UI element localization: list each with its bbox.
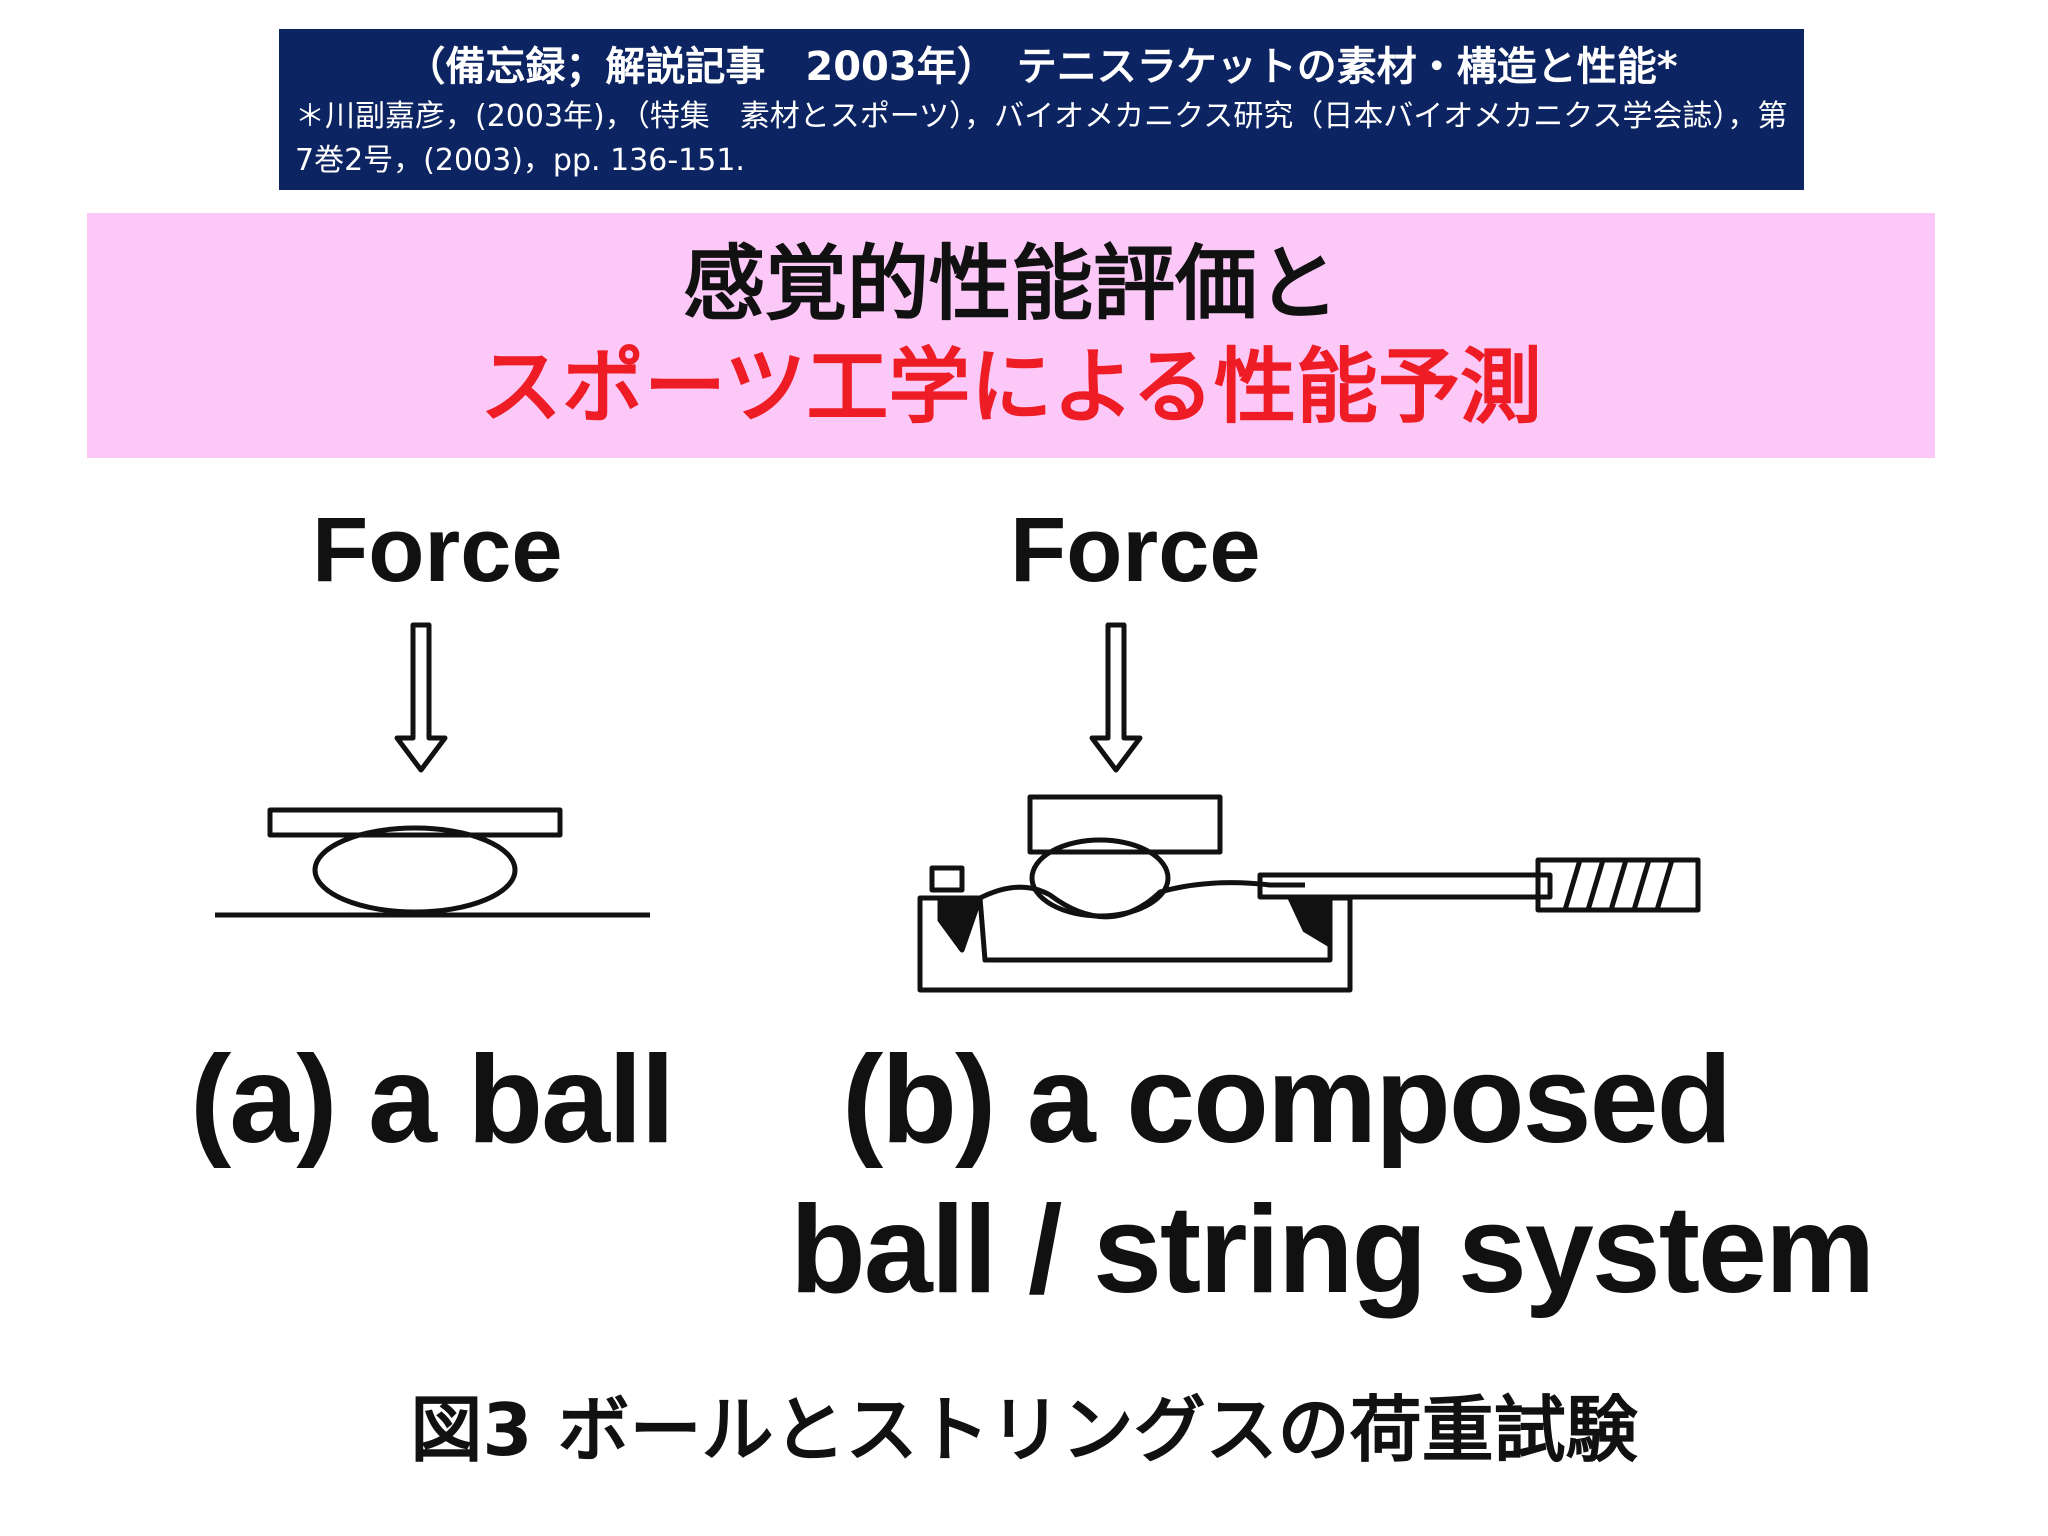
force-label-b: Force (1010, 499, 1261, 601)
reference-title: （備忘録；解説記事 2003年） テニスラケットの素材・構造と性能* (405, 44, 1678, 90)
reference-banner: （備忘録；解説記事 2003年） テニスラケットの素材・構造と性能* ＊川副嘉彦… (279, 29, 1804, 190)
force-arrow-down-icon (1089, 622, 1143, 773)
force-arrow-down-icon (394, 622, 448, 773)
string-surface (978, 880, 1305, 920)
topic-subheading: スポーツ工学による性能予測 (480, 340, 1542, 435)
panel-b-caption-line1: (b) a composed (842, 1031, 1732, 1169)
topic-banner: 感覚的性能評価と スポーツ工学による性能予測 (87, 213, 1935, 458)
string-tensioner-rod (1257, 872, 1553, 900)
ball-shape (312, 825, 518, 915)
tensioner-handle (1535, 857, 1701, 913)
clamp-wedge-left (937, 895, 983, 953)
load-plate (1027, 794, 1223, 855)
force-label-a: Force (312, 499, 563, 601)
panel-b-caption-line2: ball / string system (790, 1181, 1875, 1319)
clamp-block (929, 865, 965, 893)
clamp-wedge-right (1287, 895, 1333, 948)
ball-load-diagram (215, 622, 650, 918)
panel-a-caption: (a) a ball (190, 1031, 675, 1169)
figure-caption: 図3 ボールとストリングスの荷重試験 (410, 1388, 1638, 1472)
load-plate (267, 807, 563, 838)
ball-string-load-diagram (917, 622, 1701, 993)
reference-citation: ＊川副嘉彦，(2003年)，（特集 素材とスポーツ），バイオメカニクス研究（日本… (295, 99, 1788, 178)
topic-heading: 感覚的性能評価と (682, 237, 1339, 332)
